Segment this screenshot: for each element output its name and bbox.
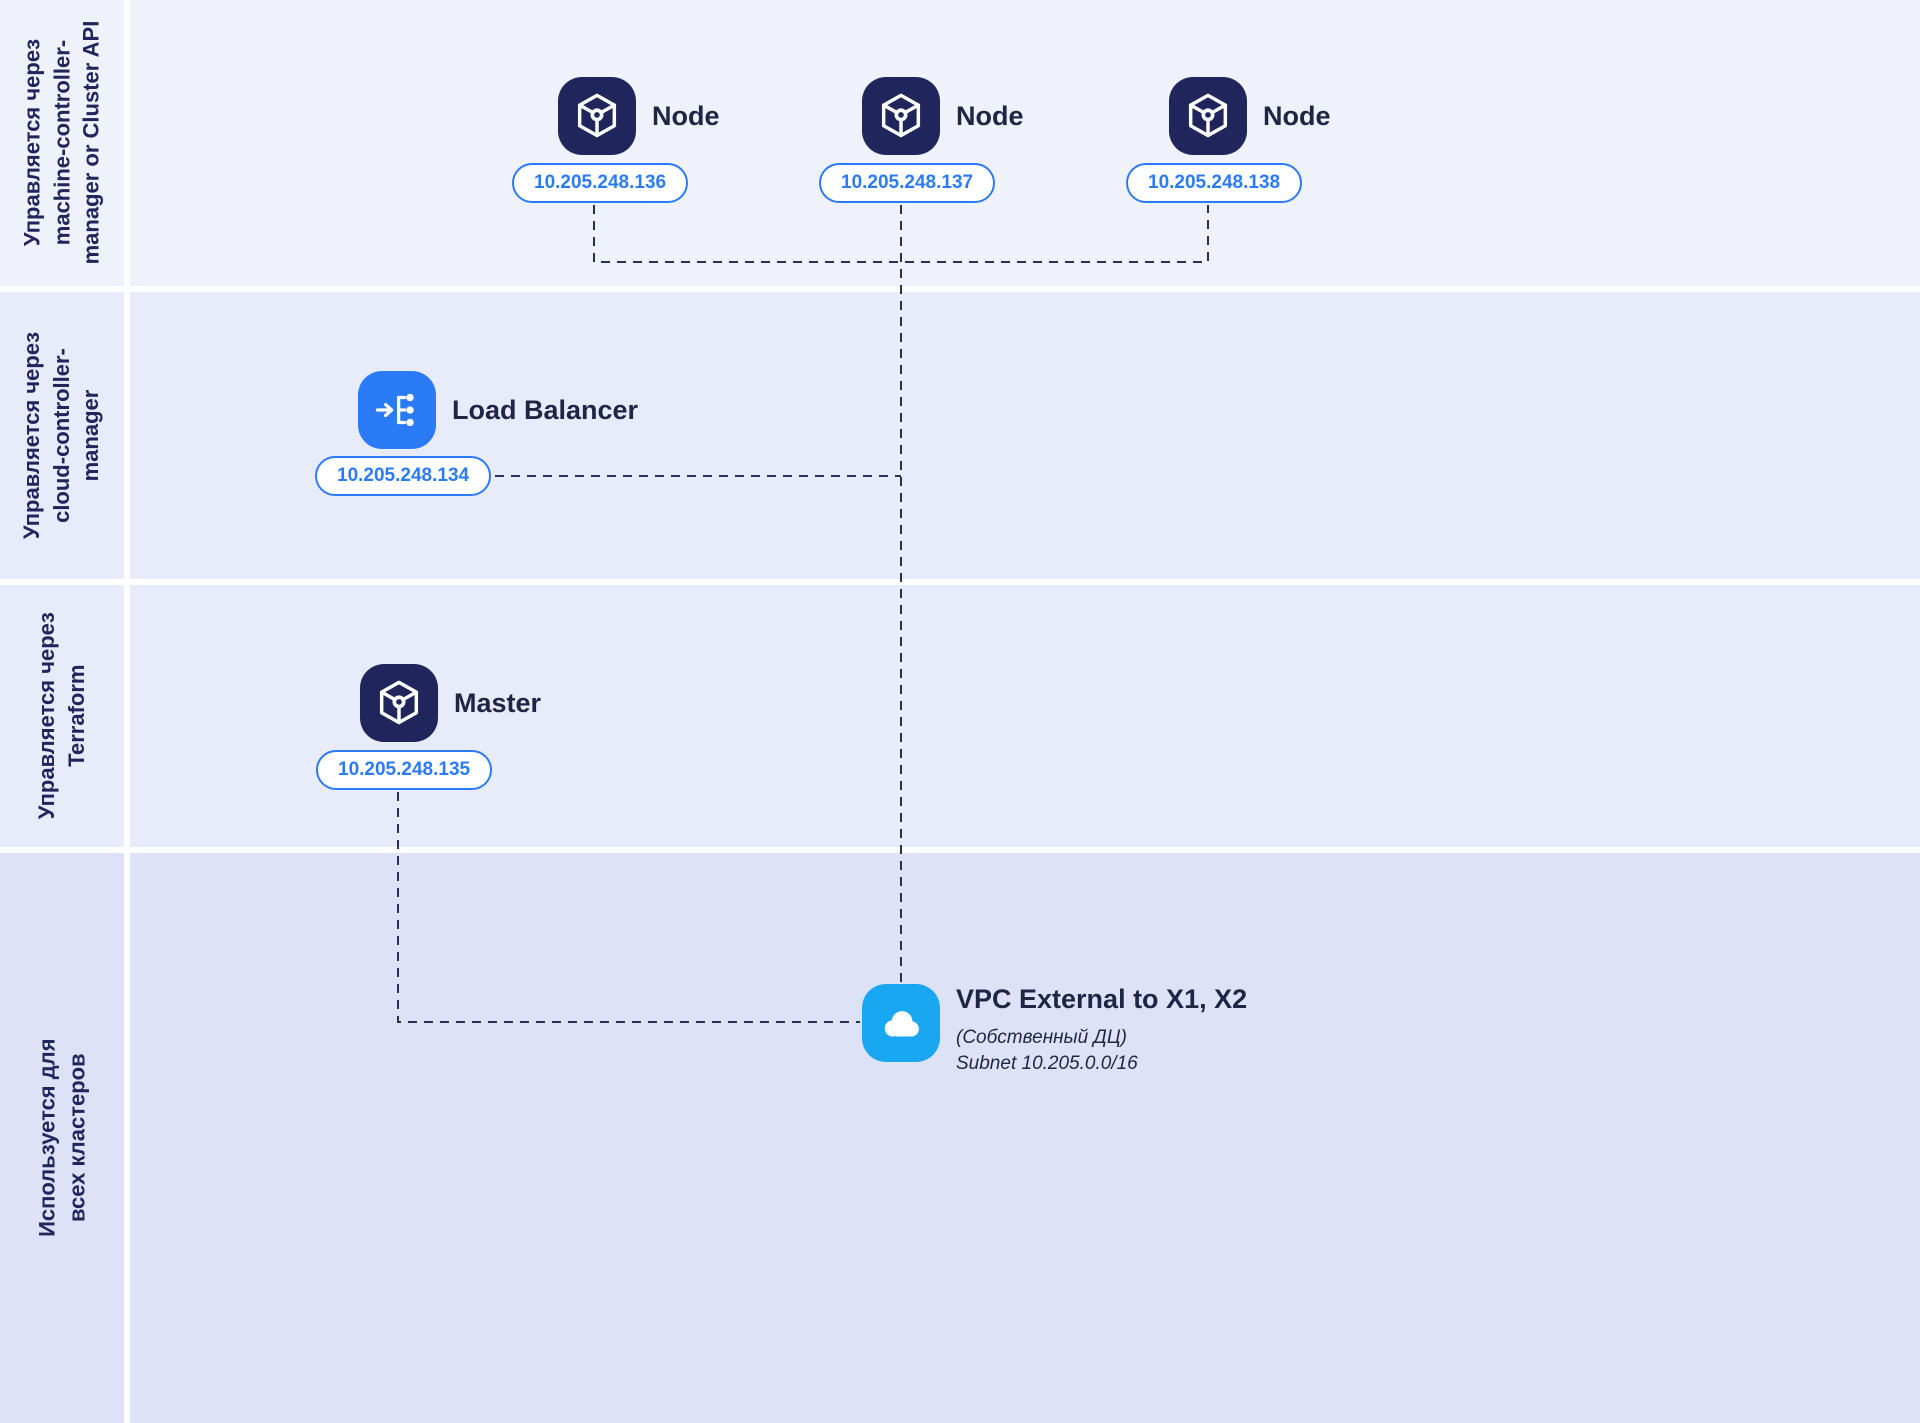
lane-label-text: Управляется через Terraform xyxy=(32,612,91,819)
load-balancer: Load Balancer xyxy=(358,371,638,449)
vpc: VPC External to X1, X2 (Собственный ДЦ) … xyxy=(862,984,1247,1076)
lane2-label-bg xyxy=(0,292,124,579)
master-label: Master xyxy=(454,687,542,718)
lane-label-line: Terraform xyxy=(64,664,89,768)
node-label: Node xyxy=(956,100,1024,131)
lane-label-line: manager xyxy=(78,389,104,482)
lane-label-line: machine-controller- xyxy=(49,40,75,246)
lane-label-text: Управляется через machine-controller- ma… xyxy=(17,21,106,265)
vpc-title: VPC External to X1, X2 xyxy=(956,984,1248,1014)
node-3-ip-badge: 10.205.248.138 xyxy=(1126,163,1303,203)
lane-label-line: Управляется через xyxy=(19,39,45,247)
lane-label-cloud-controller: Управляется через cloud-controller- mana… xyxy=(0,292,124,579)
node-label: Node xyxy=(652,100,720,131)
node-1-ip-badge: 10.205.248.136 xyxy=(512,163,689,203)
master: Master xyxy=(360,664,541,742)
cube-icon xyxy=(1169,77,1247,155)
lane-label-text: Используется для всех кластеров xyxy=(32,1039,91,1237)
node-label: Node xyxy=(1263,100,1331,131)
node-1: Node xyxy=(558,77,720,155)
lane-label-line: Управляется через xyxy=(34,612,60,820)
cloud-icon xyxy=(862,984,940,1062)
load-balancer-label: Load Balancer xyxy=(452,394,639,425)
node-2: Node xyxy=(862,77,1024,155)
lane-label-line: Управляется через xyxy=(19,331,45,540)
lane-label-line: Используется для xyxy=(34,1038,60,1238)
lane1-label-bg xyxy=(0,0,124,286)
vpc-text: VPC External to X1, X2 (Собственный ДЦ) … xyxy=(956,984,1247,1076)
lane-label-line: cloud-controller- xyxy=(49,348,75,523)
node-2-ip-badge: 10.205.248.137 xyxy=(819,163,996,203)
lane-label-line: всех кластеров xyxy=(64,1053,90,1223)
lane-label-text: Управляется через cloud-controller- mana… xyxy=(17,332,106,539)
lane-label-machine-controller: Управляется через machine-controller- ma… xyxy=(0,0,124,286)
cube-icon xyxy=(360,664,438,742)
lane1-bg xyxy=(130,0,1920,286)
lane4-bg xyxy=(130,853,1920,1423)
vpc-subnet: Subnet 10.205.0.0/16 xyxy=(956,1052,1138,1074)
cube-icon xyxy=(558,77,636,155)
vpc-subtitle: (Собственный ДЦ) xyxy=(956,1027,1127,1048)
lane-label-terraform: Управляется через Terraform xyxy=(0,585,124,847)
node-3: Node xyxy=(1169,77,1331,155)
master-ip-badge: 10.205.248.135 xyxy=(316,750,493,790)
lane4-label-bg xyxy=(0,853,124,1423)
cube-icon xyxy=(862,77,940,155)
load-balancer-ip-badge: 10.205.248.134 xyxy=(315,456,492,496)
lane-label-line: manager or Cluster API xyxy=(78,21,104,265)
lane3-label-bg xyxy=(0,585,124,847)
lane-label-all-clusters: Используется для всех кластеров xyxy=(0,853,124,1423)
load-balancer-icon xyxy=(358,371,436,449)
